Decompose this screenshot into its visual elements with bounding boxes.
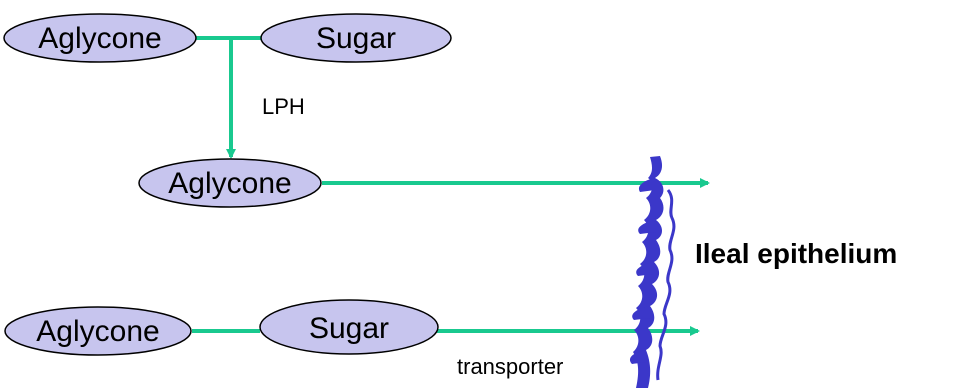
membrane-teeth [629, 178, 656, 364]
node-label: Aglycone [168, 167, 291, 200]
node-shape [3, 13, 197, 63]
node-bottom-aglycone: Aglycone [4, 306, 192, 356]
ileal-epithelium-membrane [629, 156, 676, 388]
node-label: Aglycone [36, 315, 159, 348]
node-label: Sugar [316, 22, 396, 55]
connectors [192, 36, 710, 336]
node-shape [260, 13, 452, 63]
membrane-label: Ileal epithelium [695, 238, 897, 269]
node-top-aglycone: Aglycone [3, 13, 197, 63]
node-label: Aglycone [38, 22, 161, 55]
node-shape [259, 299, 439, 355]
transporter-label: transporter [457, 354, 563, 379]
node-label: Sugar [309, 312, 389, 345]
node-bottom-sugar: Sugar [259, 299, 439, 355]
membrane-strand-right [656, 189, 676, 381]
node-shape [138, 158, 322, 208]
node-top-sugar: Sugar [260, 13, 452, 63]
node-middle-aglycone: Aglycone [138, 158, 322, 208]
enzyme-label-lph: LPH [262, 94, 305, 119]
node-shape [4, 306, 192, 356]
